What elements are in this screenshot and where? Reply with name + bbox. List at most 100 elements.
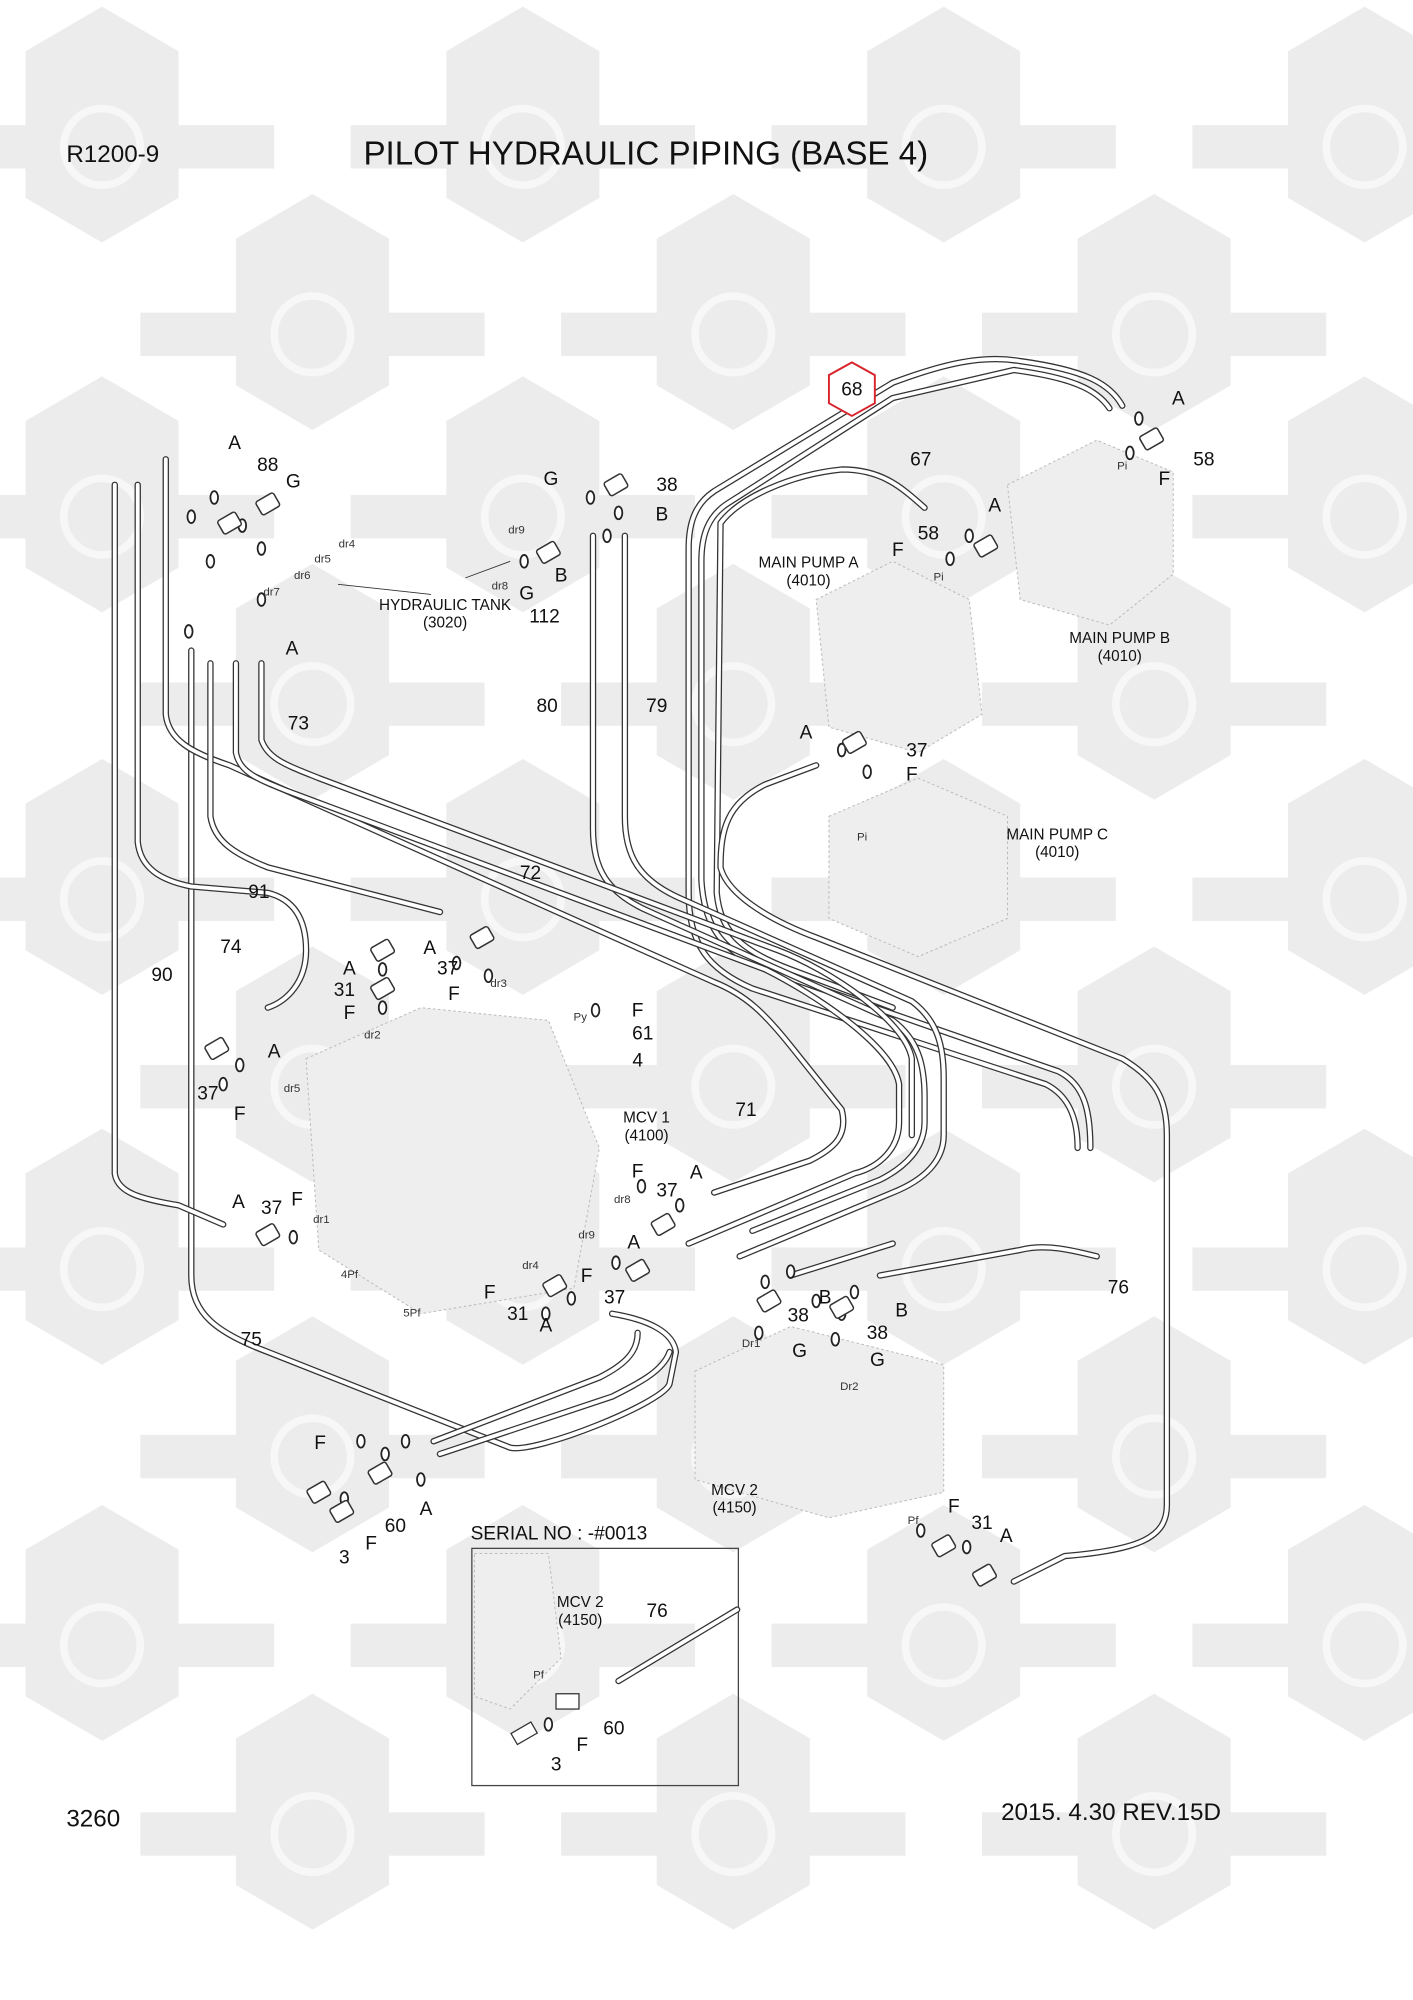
mcv1-code: (4100) bbox=[624, 1127, 668, 1144]
callout-label: A bbox=[690, 1163, 703, 1184]
callout-label: 91 bbox=[248, 882, 269, 903]
callout-label: dr1 bbox=[313, 1214, 330, 1226]
callout-label: F bbox=[365, 1534, 377, 1555]
watermark-logo bbox=[1192, 1505, 1413, 1741]
callout-label: A bbox=[1000, 1526, 1013, 1547]
watermark-logo bbox=[771, 6, 1116, 243]
hose-line-core bbox=[112, 482, 226, 1227]
fitting-icon bbox=[973, 534, 999, 558]
main-pump-c-label: MAIN PUMP C bbox=[1006, 826, 1108, 843]
callout-label: B bbox=[895, 1300, 908, 1321]
mcv1-label: MCV 1 bbox=[623, 1109, 670, 1126]
callout-label: 58 bbox=[918, 524, 939, 545]
inset-callout: 3 bbox=[551, 1754, 562, 1775]
o-ring-icon bbox=[543, 1717, 554, 1732]
main-pump-c-code: (4010) bbox=[1035, 844, 1079, 861]
o-rings bbox=[184, 411, 1165, 1587]
callout-label: dr6 bbox=[294, 570, 311, 582]
callout-label: 37 bbox=[261, 1198, 282, 1219]
inset-mcv2-outline bbox=[473, 1552, 562, 1710]
callout-label: dr2 bbox=[364, 1029, 381, 1041]
callout-label: 112 bbox=[529, 607, 559, 628]
callout-label: 61 bbox=[632, 1024, 653, 1045]
callout-label: 37 bbox=[437, 958, 458, 979]
callout-label: 38 bbox=[788, 1305, 809, 1326]
o-ring-icon bbox=[256, 592, 267, 607]
mcv1-outline bbox=[305, 1007, 600, 1315]
callout-label: Pf bbox=[908, 1515, 920, 1527]
fitting-icon bbox=[841, 730, 867, 754]
component-labels: MAIN PUMP A (4010) MAIN PUMP B (4010) MA… bbox=[337, 555, 1170, 1517]
callout-label: 31 bbox=[971, 1513, 992, 1534]
watermark-logo bbox=[0, 1505, 275, 1741]
tee-fitting-icon bbox=[555, 1693, 580, 1710]
o-ring-icon bbox=[218, 1076, 228, 1092]
fitting-icon bbox=[829, 1295, 855, 1319]
o-ring-icon bbox=[1134, 411, 1144, 426]
o-ring-icon bbox=[377, 1000, 388, 1015]
callout-68-highlight[interactable]: 68 bbox=[827, 361, 876, 418]
callout-label: 60 bbox=[385, 1516, 406, 1537]
page-number: 3260 bbox=[66, 1805, 120, 1832]
o-ring-icon bbox=[356, 1433, 366, 1449]
fitting-icon bbox=[370, 976, 396, 1001]
inset-callout: Pf bbox=[533, 1669, 545, 1681]
fitting-icon bbox=[204, 1036, 230, 1061]
callout-label: dr9 bbox=[508, 524, 525, 536]
callout-label: 73 bbox=[288, 714, 309, 735]
component-outlines bbox=[305, 439, 1174, 1710]
callout-label: F bbox=[581, 1266, 593, 1287]
callout-label: F bbox=[344, 1003, 356, 1024]
callout-label: F bbox=[948, 1497, 960, 1518]
hexagon-highlight-icon bbox=[827, 361, 876, 418]
callout-label: G bbox=[870, 1350, 885, 1371]
callout-label: B bbox=[819, 1288, 832, 1309]
watermark-logo bbox=[561, 946, 906, 1183]
o-ring-icon bbox=[964, 528, 974, 544]
mcv2-outline bbox=[694, 1325, 945, 1519]
callout-label: F bbox=[1158, 469, 1170, 490]
o-ring-icon bbox=[1125, 445, 1135, 461]
watermark-logo bbox=[561, 1693, 906, 1930]
hose-line-core bbox=[189, 648, 678, 1451]
o-ring-icon bbox=[451, 955, 462, 971]
fitting-icon bbox=[367, 1461, 393, 1485]
callout-label: dr5 bbox=[314, 554, 331, 566]
hose-line-core bbox=[259, 661, 914, 1138]
hose-line-core bbox=[431, 1330, 640, 1444]
callout-label: 68 bbox=[841, 380, 862, 401]
fitting-icon bbox=[972, 1563, 998, 1587]
main-pump-c-outline bbox=[828, 777, 1008, 958]
callout-label: F bbox=[234, 1104, 246, 1125]
watermark-logo bbox=[981, 563, 1327, 800]
fitting-icon bbox=[255, 1223, 281, 1247]
callout-label: Dr2 bbox=[840, 1381, 858, 1393]
callout-label: A bbox=[232, 1192, 245, 1213]
watermark-logo bbox=[140, 1693, 485, 1930]
callout-label: 5Pf bbox=[403, 1307, 421, 1319]
callout-label: Pi bbox=[857, 832, 867, 844]
callout-label: B bbox=[555, 566, 568, 587]
watermark-logo bbox=[1192, 6, 1413, 243]
watermark-logo bbox=[140, 1316, 485, 1553]
main-pump-b-label: MAIN PUMP B bbox=[1069, 630, 1170, 647]
watermark-layer bbox=[0, 6, 1413, 1930]
callout-label: 76 bbox=[1108, 1277, 1129, 1298]
hose-line-core bbox=[438, 1350, 672, 1456]
watermark-logo bbox=[981, 1693, 1327, 1930]
main-pump-b-code: (4010) bbox=[1098, 648, 1142, 665]
watermark-logo bbox=[1192, 758, 1413, 995]
callout-label: 72 bbox=[520, 863, 541, 884]
o-ring-icon bbox=[916, 1523, 926, 1538]
callout-label: A bbox=[1172, 388, 1185, 409]
o-ring-icon bbox=[235, 1057, 245, 1073]
o-ring-icon bbox=[785, 1264, 796, 1279]
o-ring-icon bbox=[849, 1284, 860, 1300]
callout-label: Py bbox=[574, 1011, 588, 1023]
callout-label: dr9 bbox=[578, 1229, 595, 1241]
hose-line-core bbox=[234, 661, 901, 1246]
o-ring-icon bbox=[541, 1306, 551, 1321]
o-ring-icon bbox=[754, 1325, 764, 1341]
